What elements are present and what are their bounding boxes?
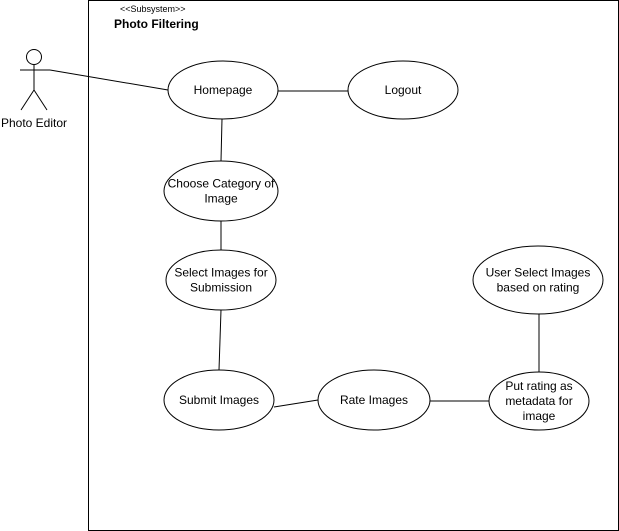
use-case-label-line: metadata for xyxy=(505,394,572,408)
actor-head xyxy=(26,49,42,65)
use-case-rate-images[interactable]: Rate Images xyxy=(317,369,431,431)
subsystem-title: Photo Filtering xyxy=(114,17,199,31)
use-case-label-line: Rate Images xyxy=(340,393,408,407)
use-case-label-line: Image xyxy=(204,192,238,206)
use-case-homepage[interactable]: Homepage xyxy=(167,60,279,120)
use-case-label: Logout xyxy=(385,83,422,97)
assoc-actor-homepage xyxy=(49,69,169,91)
use-case-label-line: Logout xyxy=(385,83,422,97)
use-case-label-line: Select Images for xyxy=(174,266,267,280)
subsystem-stereotype: <<Subsystem>> xyxy=(120,4,186,14)
use-case-label-line: based on rating xyxy=(497,281,580,295)
use-case-label-line: Homepage xyxy=(194,83,253,97)
use-case-label-line: Put rating as xyxy=(505,379,572,393)
use-case-label: Homepage xyxy=(194,83,253,97)
assoc-select-submit xyxy=(218,309,222,371)
use-case-label-line: Submit Images xyxy=(179,393,259,407)
use-case-label: Rate Images xyxy=(340,393,408,407)
assoc-homepage-choose xyxy=(220,118,223,162)
use-case-logout[interactable]: Logout xyxy=(347,60,459,120)
use-case-label: Submit Images xyxy=(179,393,259,407)
use-case-label-line: Submission xyxy=(190,281,252,295)
actor-left-leg xyxy=(20,89,35,111)
use-case-label-line: User Select Images xyxy=(486,266,591,280)
actor-label: Photo Editor xyxy=(1,116,67,130)
associations xyxy=(49,69,540,408)
use-case-label-line: Choose Category of xyxy=(168,177,275,191)
actor-right-leg xyxy=(33,89,48,111)
assoc-submit-rate xyxy=(273,399,319,408)
use-case-submit-images[interactable]: Submit Images xyxy=(163,369,275,431)
use-case-label-line: image xyxy=(523,409,556,423)
actor-photo-editor xyxy=(20,49,50,111)
